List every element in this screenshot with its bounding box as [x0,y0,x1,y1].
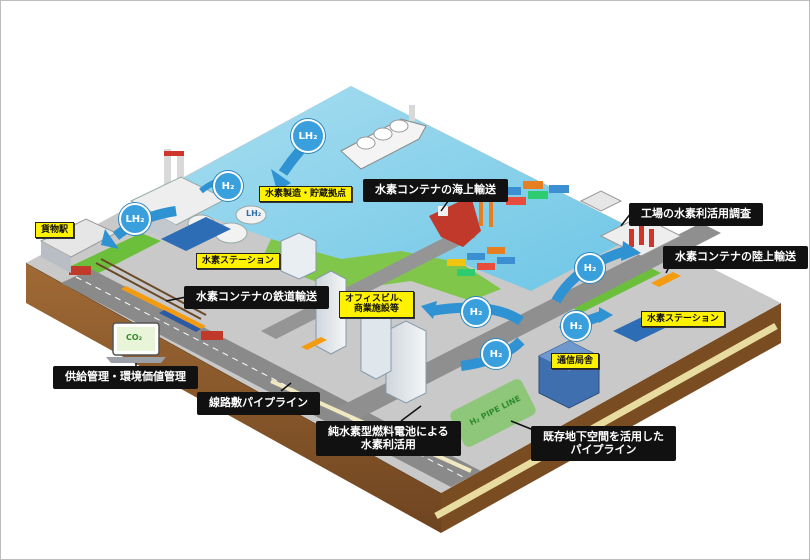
underground-pipeline-callout: 既存地下空間を活用した パイプライン [531,426,676,462]
rail-track-a [95,262,202,320]
h2-badge-plant: H₂ [213,171,243,201]
leader-rail [165,296,187,302]
land-transport-callout: 水素コンテナの陸上輸送 [663,246,808,269]
smokestack-band [164,151,184,156]
h2-station-left-label: 水素ステーション [196,253,280,270]
container-yard-top [501,181,569,205]
h2-badge-station: H₂ [561,311,591,341]
lh2-carrier-ship [340,105,427,170]
office-buildings-label: オフィスビル、 商業施設等 [339,291,414,318]
h2-badge-fc: H₂ [481,339,511,369]
hydrogen-arrow-head-3 [421,301,437,319]
hydrogen-arrow-head-5 [599,307,613,323]
h2-badge-factory: H₂ [575,253,605,283]
truck-icon [301,272,681,350]
hydrogen-base-label: 水素製造・貯蔵拠点 [259,186,353,203]
fuel-cell-callout: 純水素型燃料電池による 水素利活用 [316,421,461,457]
leader-track [280,382,292,392]
container-yard-bottom [447,247,515,276]
lh2-rail-badge: LH₂ [119,203,151,235]
sea-transport-callout: 水素コンテナの海上輸送 [363,179,508,202]
freight-station-label: 貨物駅 [35,222,75,239]
hydrogen-arrow-head-1 [271,169,291,191]
lh2-tank-2 [235,205,267,225]
train-icon [121,286,206,332]
hydrogen-arrow-head-2 [101,229,119,249]
port-crane-2 [489,199,493,227]
underground-pipeline [434,322,778,520]
lh2-ship-badge: LH₂ [291,119,325,153]
h2-badge-office: H₂ [461,297,491,327]
hydrogen-arrow-head-4 [621,241,641,261]
supply-management-callout: 供給管理・環境価値管理 [53,366,198,389]
factory-survey-callout: 工場の水素利活用調査 [629,203,763,226]
lh2-tank-label: LH₂ [246,209,262,218]
smokestack-right [177,151,184,189]
laptop-icon [106,322,166,363]
track-pipeline-callout: 線路敷パイプライン [197,392,320,415]
leader-fc [400,405,422,422]
container-ship [429,196,481,247]
telecom-building-label: 通信局舎 [551,353,600,370]
green-belt-left [71,233,161,277]
co2-label: CO₂ [126,333,143,342]
road-diag [261,229,476,339]
h2-station-left-canopy [161,217,231,251]
smokestack-left [164,149,171,189]
pipeline-tunnel [450,379,536,447]
container-stack-left [69,266,91,275]
freight-station-wall [41,241,71,273]
h2-station-right-label: 水素ステーション [641,311,725,328]
telecom-building [538,340,600,409]
road-cross [331,223,721,423]
port-crane [479,196,483,226]
container-stack-left-2 [201,331,223,340]
rail-transport-callout: 水素コンテナの鉄道輸送 [184,286,329,309]
